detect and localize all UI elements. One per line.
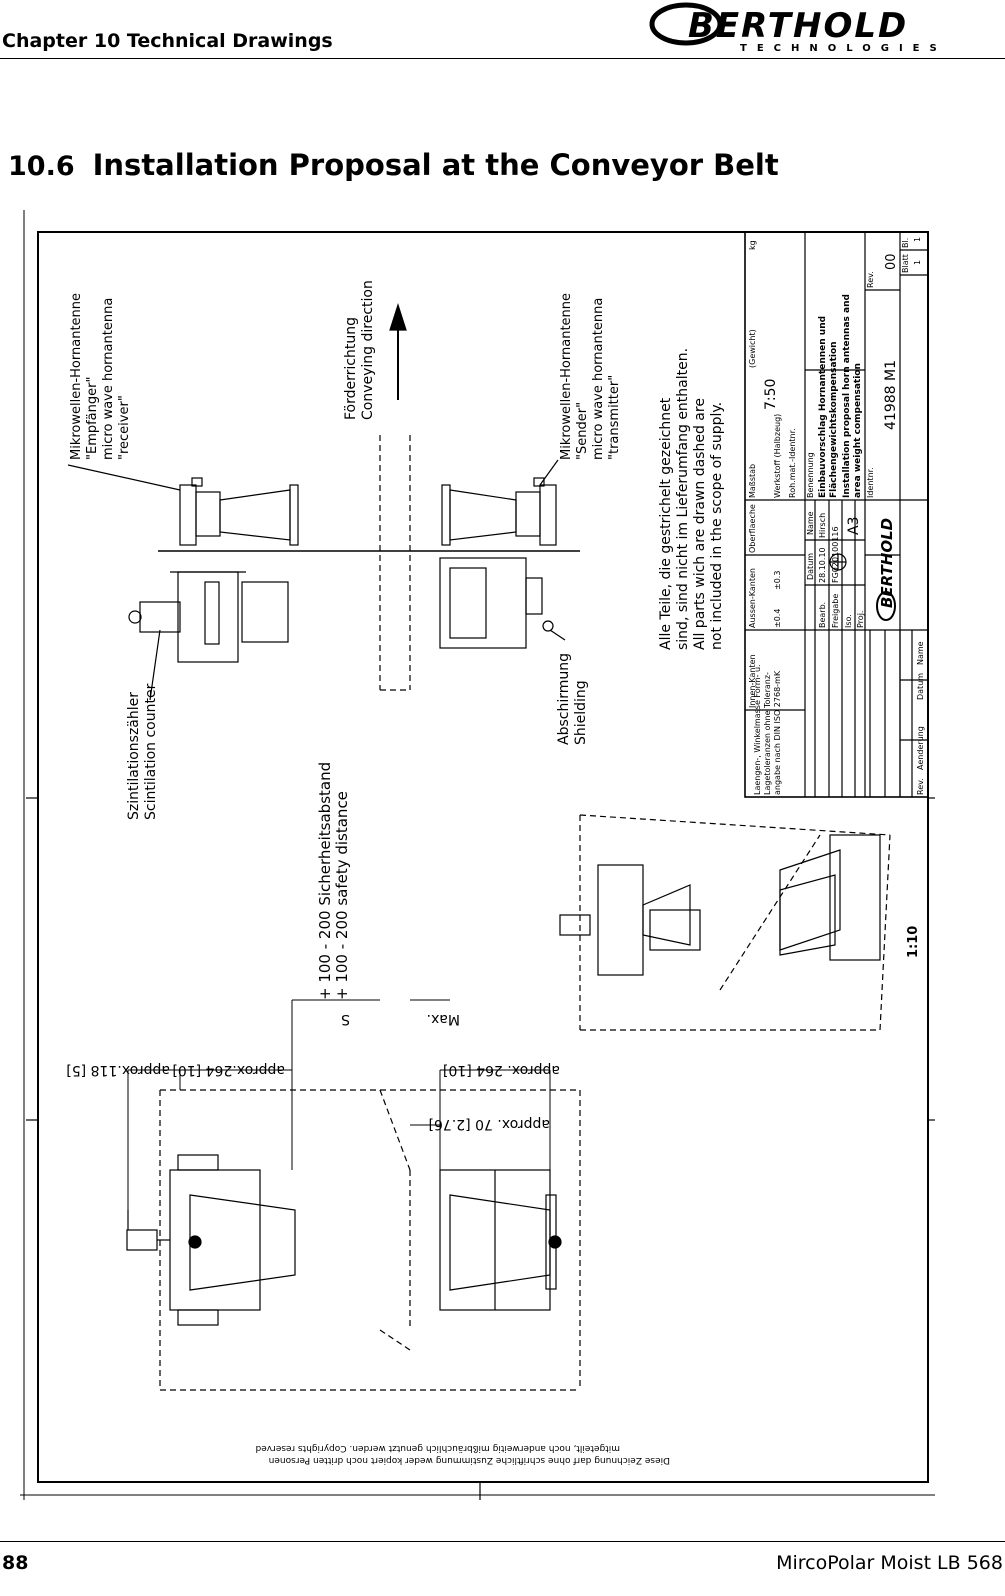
tb-identnr-val: 41988 M1 (883, 360, 899, 430)
tb-tol-3: angabe nach DIN ISO 2768-mK (773, 670, 782, 795)
sender-label-3: micro wave hornantenna (591, 298, 606, 460)
sender-label-2: "Sender" (575, 402, 590, 460)
tb-rev: 00 (884, 253, 899, 270)
tb-rev-col: Rev. (916, 778, 925, 795)
logo-text: BERTHOLD (688, 6, 908, 46)
tb-werkstoff: Werkstoff (Halbzeug) (773, 414, 782, 498)
bottom-horn-left (126, 1154, 296, 1326)
receiver-label-1: Mikrowellen-Hornantenne (69, 293, 84, 460)
scale-view: 1:10 (906, 926, 921, 958)
receiver-horn (179, 477, 299, 546)
scint-label-en: Scintilation counter (143, 683, 159, 820)
safety-label-en: + 100 - 200 safety distance (333, 791, 351, 1000)
tb-oberflaeche: Oberflaeche (748, 504, 757, 553)
tb-datum2: Datum (916, 673, 925, 700)
chapter-title: Chapter 10 Technical Drawings (2, 30, 333, 52)
tb-title-de-1: Einbauvorschlag Hornantennen und (818, 316, 828, 498)
technical-drawing: Mikrowellen-Hornantenne "Empfänger" micr… (20, 210, 935, 1500)
logo-subtext: TECHNOLOGIES (740, 43, 947, 54)
shield-label-en: Shielding (573, 680, 589, 745)
sender-label-1: Mikrowellen-Hornantenne (559, 293, 574, 460)
title-block (744, 231, 929, 798)
bottom-horn-right (439, 1169, 562, 1311)
tb-iso: Iso. (844, 614, 853, 628)
receiver-label-4: "receiver" (117, 395, 132, 460)
tb-title-de-2: Flächengewichtskompensation (829, 341, 839, 498)
document-name: MircoPolar Moist LB 568 (776, 1552, 1003, 1574)
section-number: 10.6 (8, 151, 75, 182)
tb-kg: kg (748, 240, 757, 250)
tb-rohmat: Roh.mat.-Identnr. (788, 428, 797, 498)
tb-format: A3 (846, 517, 862, 535)
footer-rule (0, 1541, 1005, 1542)
dim-70: approx. 70 [2.76] (429, 1116, 550, 1132)
dim-264-right: approx. 264 [10] (443, 1062, 560, 1078)
scintillation-counter (128, 571, 289, 663)
tb-freigabe-val: FG020100116 (831, 526, 840, 583)
tb-tol-1: Laengen-, Winkelmasse Form- u. (753, 664, 762, 795)
isometric-view (559, 834, 881, 976)
tb-tol-b: ±0.3 (773, 571, 782, 590)
dim-s: S (341, 1011, 350, 1027)
tb-bearb-date: 28.10.10 (818, 547, 827, 583)
page-header: Chapter 10 Technical Drawings BERTHOLD T… (0, 0, 1005, 60)
sender-label-4: "transmitter" (607, 375, 622, 460)
page-number: 88 (2, 1552, 29, 1574)
note-line-3: All parts wich are drawn dashed are (692, 398, 708, 650)
tb-identnr: Identnr. (866, 467, 875, 498)
tb-gewicht: (Gewicht) (748, 329, 757, 368)
tb-massstab: 7:50 (763, 379, 779, 410)
dim-max: Max. (427, 1011, 460, 1027)
safety-label-de: + 100 - 200 Sicherheitsabstand (316, 762, 334, 1000)
direction-label-de: Förderrichtung (343, 317, 359, 420)
copyright-2: mitgeteilt, noch anderweitig mißbräuchli… (256, 1443, 620, 1453)
note-line-2: sind, sind nicht im Lieferumfang enthalt… (675, 348, 691, 650)
section-heading: 10.6 Installation Proposal at the Conveyo… (8, 148, 779, 182)
tb-title-en-1: Installation proposal horn antennas and (842, 294, 852, 498)
tb-bearb: Bearb. (818, 602, 827, 628)
tb-bl: Bl. (901, 238, 910, 248)
tb-aenderung: Aenderung (916, 726, 925, 770)
tb-freigabe: Freigabe (831, 594, 840, 628)
header-rule (0, 58, 1005, 59)
direction-label-en: Conveying direction (360, 280, 376, 420)
tb-proj: Proj. (856, 611, 865, 628)
receiver-label-2: "Empfänger" (85, 377, 100, 460)
dim-118: approx.118 [5] (66, 1062, 170, 1078)
drawing-frame (37, 231, 929, 1483)
tb-blatt: Blatt (901, 254, 910, 273)
tb-massstab-label: Maßstab (748, 464, 757, 498)
tb-bl-val: 1 (913, 237, 922, 242)
copyright-1: Diese Zeichnung darf ohne schriftliche Z… (269, 1455, 670, 1465)
tb-bearb-name: Hirsch (818, 513, 827, 538)
dim-264-left: approx.264 [10] (172, 1062, 285, 1078)
tb-tol-a: ±0.4 (773, 609, 782, 628)
receiver-label-3: micro wave hornantenna (101, 298, 116, 460)
scint-label-de: Szintilationszähler (126, 692, 142, 820)
tb-blatt-val: 1 (913, 260, 922, 265)
berthold-logo: BERTHOLD TECHNOLOGIES (649, 2, 947, 54)
note-line-4: not included in the scope of supply. (709, 402, 725, 650)
tb-name2: Name (916, 641, 925, 665)
tb-datum: Datum (806, 553, 815, 580)
note-line-1: Alle Teile, die gestrichelt gezeichnet (658, 397, 674, 650)
shield-label-de: Abschirmung (556, 653, 572, 745)
sender-horn (441, 477, 557, 546)
tb-rev-label: Rev. (866, 271, 875, 288)
shielding-block (439, 557, 554, 649)
tb-logo-text: BERTHOLD (878, 518, 896, 608)
tb-title-en-2: area weight compensation (853, 363, 863, 498)
tb-aussen: Aussen-Kanten (748, 568, 757, 628)
section-title-text: Installation Proposal at the Conveyor Be… (92, 148, 779, 182)
tb-tol-2: Lagetoleranzen ohne Toleranz- (763, 672, 772, 795)
tb-name: Name (806, 511, 815, 535)
tb-innen: Innen-Kanten (748, 654, 757, 708)
tb-benennung: Benennung (806, 452, 815, 498)
